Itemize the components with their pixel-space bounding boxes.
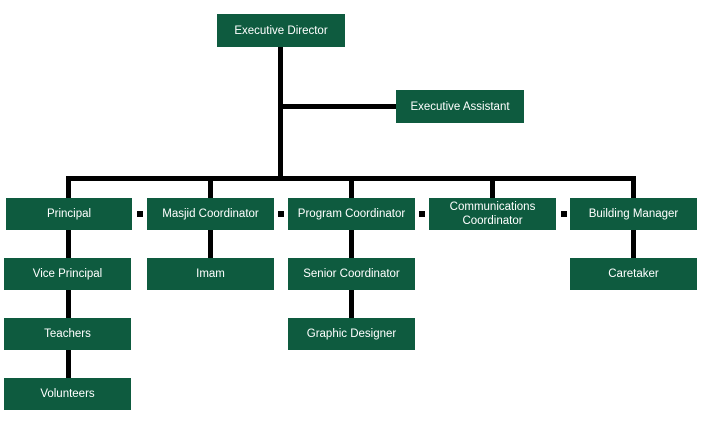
principal-box: Principal xyxy=(6,198,132,230)
connector-masjid-imam xyxy=(208,230,213,258)
connector-vice-teachers xyxy=(66,290,71,318)
volunteers-box: Volunteers xyxy=(4,378,131,410)
executive-director-box: Executive Director xyxy=(217,14,345,47)
connector-masjid-drop xyxy=(208,176,213,198)
vice-principal-box: Vice Principal xyxy=(4,258,131,290)
program-coordinator-box: Program Coordinator xyxy=(288,198,415,230)
connector-principal-vice xyxy=(66,230,71,258)
executive-assistant-box: Executive Assistant xyxy=(396,90,524,123)
imam-box: Imam xyxy=(147,258,274,290)
connector-program-drop xyxy=(349,176,354,198)
connector-building-caretaker xyxy=(631,230,636,258)
masjid-coordinator-box: Masjid Coordinator xyxy=(147,198,274,230)
connector-director-trunk xyxy=(278,47,283,177)
graphic-designer-box: Graphic Designer xyxy=(288,318,415,350)
separator-1 xyxy=(137,211,143,217)
communications-coordinator-box: Communications Coordinator xyxy=(429,198,556,230)
connector-principal-drop xyxy=(66,176,71,198)
connector-building-drop xyxy=(631,176,636,198)
teachers-box: Teachers xyxy=(4,318,131,350)
senior-coordinator-box: Senior Coordinator xyxy=(288,258,415,290)
separator-4 xyxy=(561,211,567,217)
connector-teachers-volunteers xyxy=(66,350,71,378)
connector-program-senior xyxy=(349,230,354,258)
building-manager-box: Building Manager xyxy=(570,198,697,230)
connector-senior-graphic xyxy=(349,290,354,318)
connector-assistant-branch xyxy=(278,104,396,109)
separator-3 xyxy=(419,211,425,217)
caretaker-box: Caretaker xyxy=(570,258,697,290)
connector-communications-drop xyxy=(490,176,495,198)
separator-2 xyxy=(278,211,284,217)
